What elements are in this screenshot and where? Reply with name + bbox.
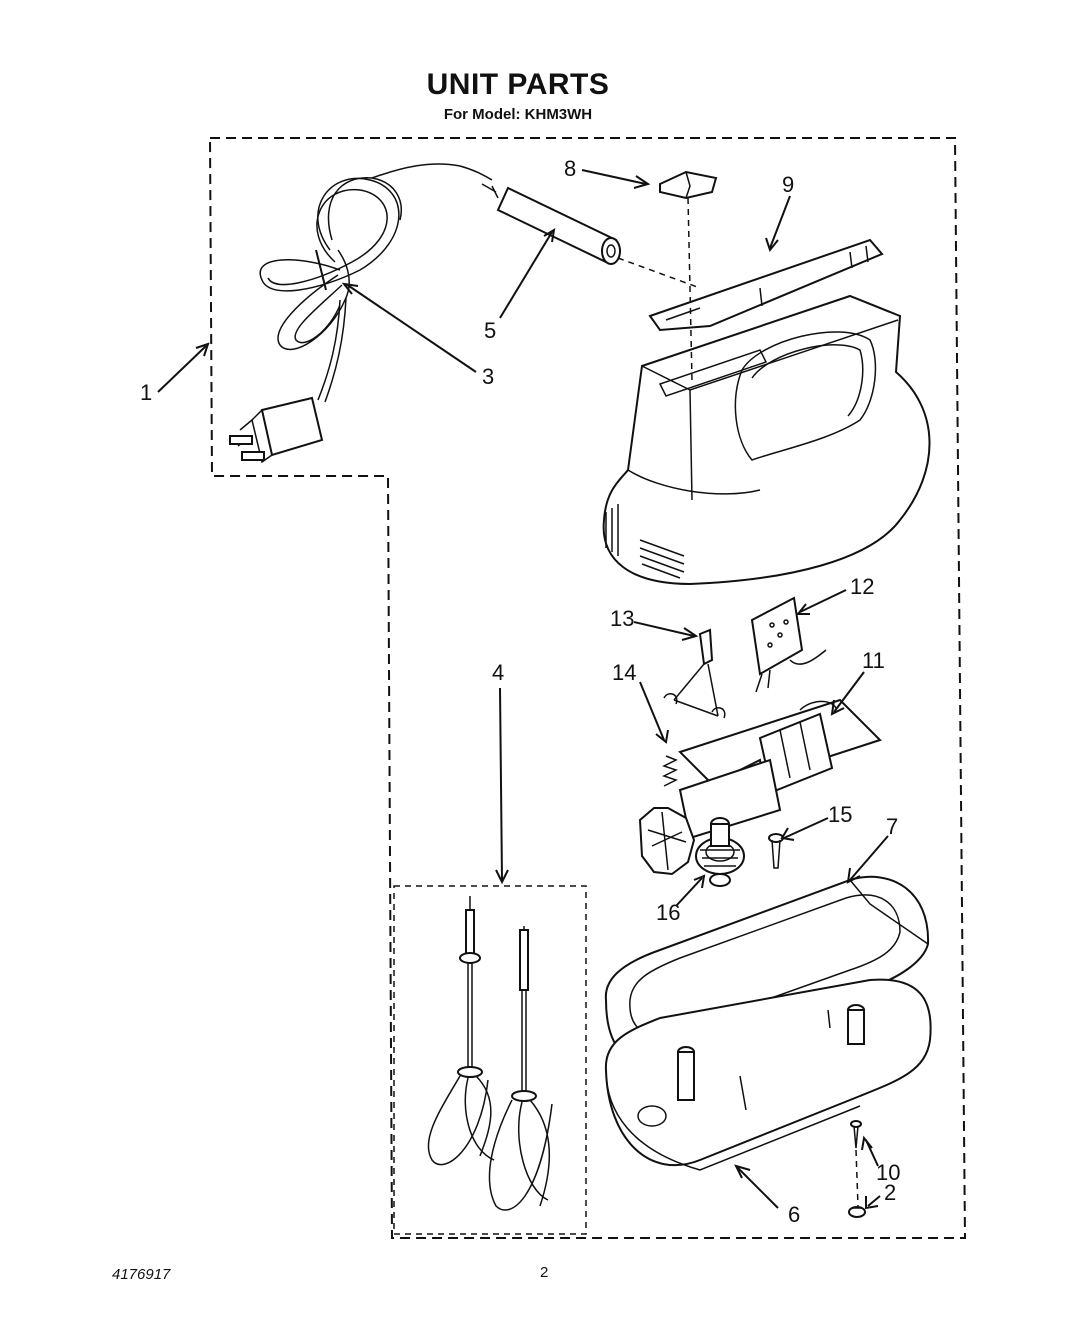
cord-protector <box>481 183 621 265</box>
callout-16: 16 <box>656 900 680 925</box>
alignment-line-screw <box>855 1149 859 1207</box>
document-number: 4176917 <box>112 1266 171 1283</box>
callout-2: 2 <box>884 1180 896 1205</box>
callout-12: 12 <box>850 574 874 599</box>
leader-lines <box>157 169 889 1210</box>
beaters-inset-box <box>393 885 587 1235</box>
handle-cover <box>648 238 884 332</box>
model-subtitle: For Model: KHM3WH <box>443 106 593 123</box>
power-cord <box>229 163 493 464</box>
screw-10 <box>850 1120 862 1149</box>
callout-15: 15 <box>828 802 852 827</box>
motor-bracket <box>663 628 726 719</box>
assembly-boundary <box>208 137 967 1239</box>
page-number: 2 <box>540 1264 549 1281</box>
callout-6: 6 <box>788 1202 800 1227</box>
spring <box>662 755 678 787</box>
cooling-fan <box>638 807 696 876</box>
callout-5: 5 <box>484 318 496 343</box>
drive-gear <box>695 817 745 887</box>
callout-14: 14 <box>612 660 636 685</box>
callout-8: 8 <box>564 156 576 181</box>
callout-3: 3 <box>482 364 494 389</box>
callout-1: 1 <box>140 380 152 405</box>
callout-9: 9 <box>782 172 794 197</box>
callout-11: 11 <box>862 648 885 673</box>
beaters <box>427 896 553 1211</box>
speed-control-button <box>659 170 718 200</box>
alignment-line-cord <box>617 257 701 289</box>
page-title: UNIT PARTS <box>426 68 610 101</box>
alignment-line-button <box>687 197 693 381</box>
housing-base <box>604 978 932 1171</box>
callout-10: 10 <box>876 1160 900 1185</box>
callout-4: 4 <box>492 660 504 685</box>
callout-7: 7 <box>886 814 898 839</box>
callout-13: 13 <box>610 606 634 631</box>
circuit-board <box>750 596 827 693</box>
screw-15 <box>768 833 784 869</box>
rubber-foot <box>848 1206 866 1218</box>
motor-assembly <box>678 698 882 840</box>
upper-housing <box>602 294 931 586</box>
